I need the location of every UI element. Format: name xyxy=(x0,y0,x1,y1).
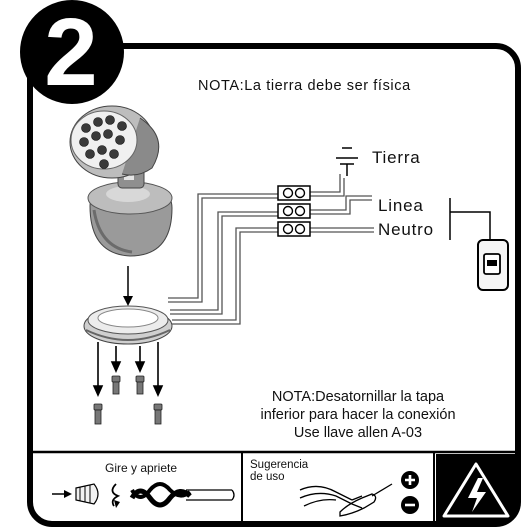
bottom-note-line-2: inferior para hacer la conexión xyxy=(260,407,456,423)
bottom-note-line-1: NOTA:Desatornillar la tapa xyxy=(271,389,445,405)
minus-icon xyxy=(401,496,419,514)
plus-icon xyxy=(401,471,419,489)
bottom-note: NOTA:Desatornillar la tapa inferior para… xyxy=(218,388,498,442)
bottom-note-line-3: Use llave allen A-03 xyxy=(293,425,423,441)
lamp-fixture-icon xyxy=(69,105,173,257)
top-note: NOTA:La tierra debe ser física xyxy=(198,78,411,94)
suggestion-label-line-2: de uso xyxy=(250,471,285,483)
twist-connector-icon xyxy=(52,482,235,508)
screw-icon xyxy=(93,375,163,425)
ground-label: Tierra xyxy=(372,148,421,167)
twist-label: Gire y apriete xyxy=(105,461,178,475)
step-number: 2 xyxy=(44,0,98,106)
wall-switch-icon xyxy=(477,239,509,291)
high-voltage-warning-icon xyxy=(442,462,510,518)
down-arrow-icon xyxy=(123,266,133,306)
ground-symbol-icon xyxy=(336,147,358,176)
wires xyxy=(168,174,374,325)
suggestion-label: Sugerencia de uso xyxy=(250,459,330,483)
diagram-frame xyxy=(27,43,521,527)
screwdriver-icon xyxy=(339,483,393,517)
terminal-block-icon xyxy=(277,185,311,237)
neutral-label: Neutro xyxy=(378,220,434,239)
pliers-icon xyxy=(299,485,363,509)
line-label: Linea xyxy=(378,196,424,215)
mounting-base-icon xyxy=(83,305,173,345)
suggestion-label-line-1: Sugerencia xyxy=(250,459,309,471)
step-circle xyxy=(20,0,124,104)
screw-arrows xyxy=(92,342,164,397)
switch-wiring xyxy=(449,198,491,240)
